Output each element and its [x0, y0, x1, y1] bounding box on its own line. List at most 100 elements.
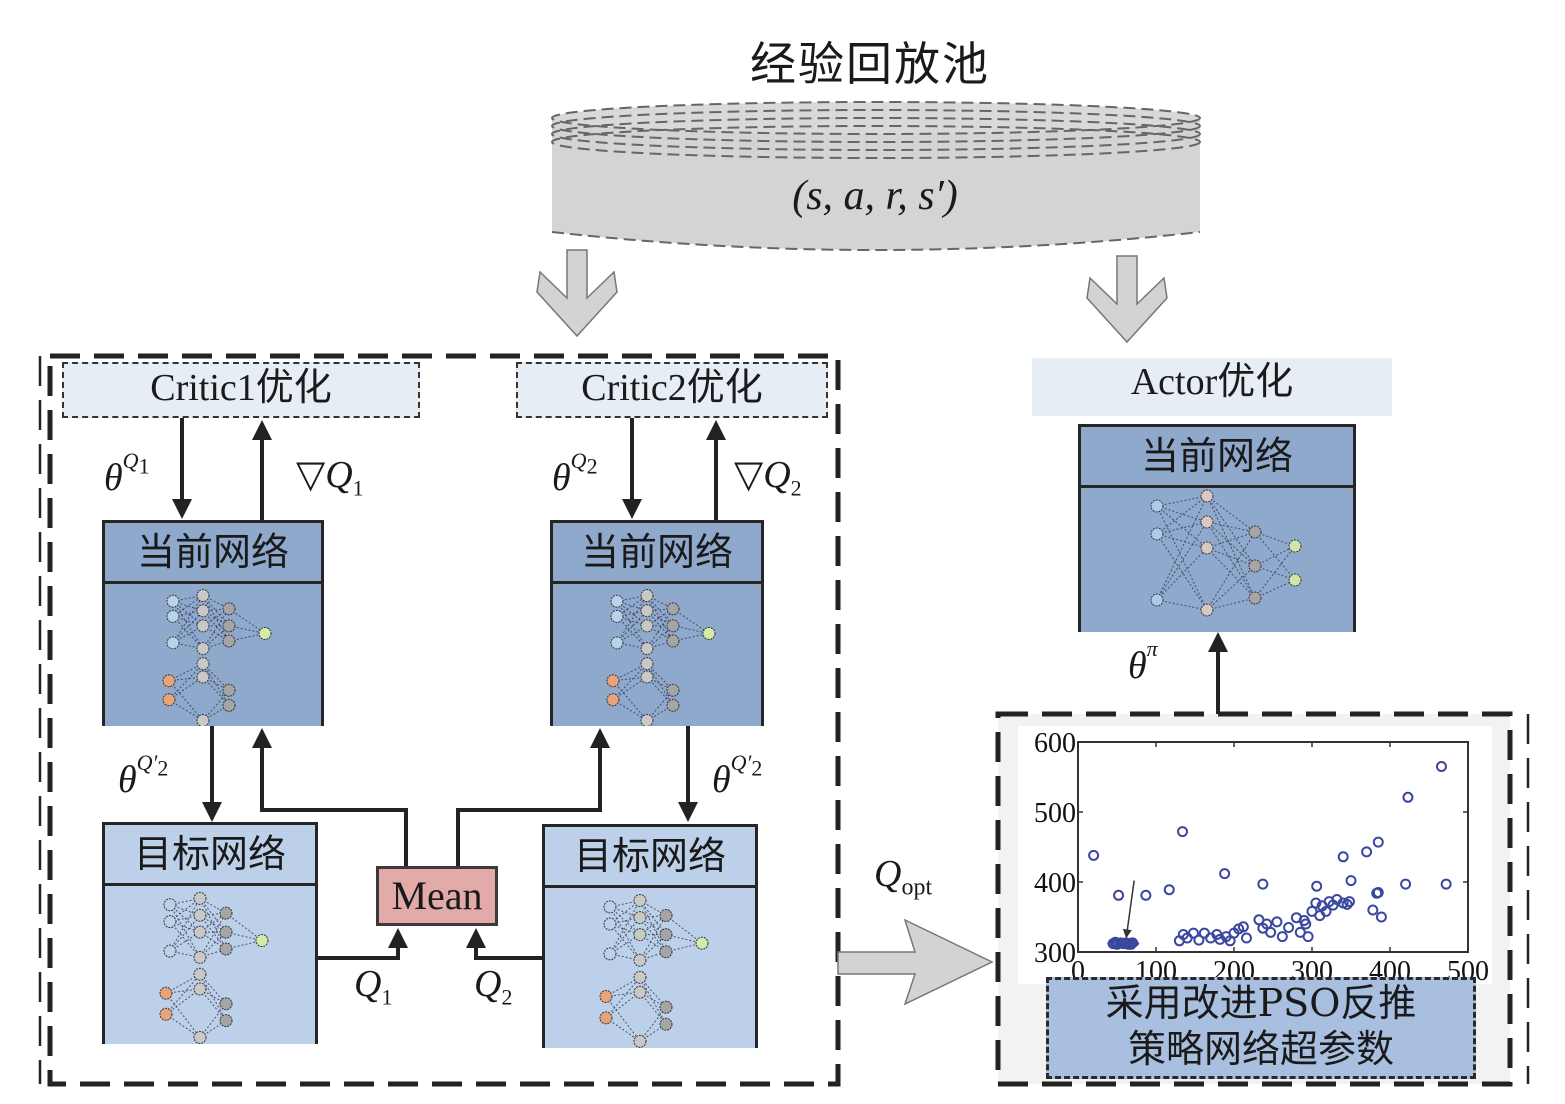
scatter-point [1345, 875, 1357, 887]
neural-network-icon [545, 888, 755, 1048]
scatter-point [1237, 921, 1249, 933]
pso-line-2: 策略网络超参数 [1127, 1027, 1394, 1071]
network-node [606, 693, 620, 707]
network-node [196, 604, 210, 618]
network-node [222, 602, 236, 616]
network-node [666, 698, 680, 712]
network-node [659, 945, 673, 959]
y-tick-label: 300 [1034, 938, 1076, 969]
network-node [163, 898, 177, 912]
replay-pool-cylinder-icon [551, 101, 1201, 251]
network-node [633, 985, 647, 999]
critic1-target-network-title: 目标网络 [105, 825, 315, 886]
scatter-point [1140, 889, 1152, 901]
network-node [159, 1007, 173, 1021]
network-node [1248, 591, 1262, 605]
scatter-point [1088, 849, 1100, 861]
scatter-point [1302, 931, 1314, 943]
replay-tuple: (s, a, r, s′) [792, 173, 958, 219]
network-node [640, 642, 654, 656]
network-node [196, 657, 210, 671]
pool-to-critic-arrow-icon [536, 249, 618, 338]
critic2-optimization-label: Critic2优化 [516, 362, 828, 418]
scatter-point [1337, 851, 1349, 863]
y-tick-label: 500 [1034, 798, 1076, 829]
q1-output-label: Q1 [354, 963, 393, 1010]
network-node [193, 925, 207, 939]
plot-area [1077, 741, 1469, 953]
network-node [695, 936, 709, 950]
network-node [193, 982, 207, 996]
scatter-point [1177, 826, 1189, 838]
scatter-point [1435, 761, 1447, 772]
network-node [603, 947, 617, 961]
critic2-target-network-title: 目标网络 [545, 827, 755, 888]
scatter-point [1343, 896, 1355, 908]
network-node [196, 714, 210, 726]
critic2-target-network: 目标网络 [542, 824, 758, 1048]
q-opt-arrow-icon [837, 918, 994, 1006]
network-node [640, 619, 654, 633]
scatter-point [1320, 905, 1332, 917]
network-node [219, 997, 233, 1011]
scatter-point [1400, 878, 1412, 890]
network-node [666, 619, 680, 633]
network-node [1248, 525, 1262, 539]
network-node [193, 1030, 207, 1044]
critic2-current-network-title: 当前网络 [553, 523, 761, 584]
scatter-point [1283, 922, 1295, 933]
network-node [633, 928, 647, 942]
scatter-point [1372, 887, 1384, 898]
critic2-grad-label: ▽Q2 [734, 454, 802, 501]
critic1-target-network: 目标网络 [102, 822, 318, 1044]
network-node [603, 917, 617, 931]
network-node [219, 1014, 233, 1028]
critic-group-frame [38, 353, 841, 1087]
scatter-cluster [1107, 938, 1140, 949]
network-node [258, 626, 272, 640]
network-node [196, 619, 210, 633]
scatter-point [1113, 889, 1125, 901]
network-node [196, 589, 210, 603]
network-node [610, 594, 624, 608]
scatter-point [1341, 898, 1353, 910]
network-node [633, 1034, 647, 1048]
scatter-point [1219, 868, 1231, 880]
scatter-point [1372, 836, 1384, 848]
scatter-point [1261, 918, 1273, 930]
neural-network-icon [553, 584, 761, 726]
network-node [255, 934, 269, 948]
network-node [162, 674, 176, 688]
network-node [606, 674, 620, 688]
scatter-point [1310, 897, 1322, 909]
network-node [633, 970, 647, 984]
network-node [702, 626, 716, 640]
network-node [219, 942, 233, 956]
network-node [222, 634, 236, 648]
network-node [640, 589, 654, 603]
scatter-point [1240, 932, 1252, 944]
network-node [163, 944, 177, 958]
scatter-point [1276, 931, 1288, 943]
critic1-current-network-title: 当前网络 [105, 523, 321, 584]
neural-network-icon [105, 886, 315, 1044]
network-node [659, 1000, 673, 1014]
network-node [193, 967, 207, 981]
critic1-param-label: θQ1 [104, 448, 150, 499]
actor-param-label: θπ [1128, 636, 1158, 687]
network-node [640, 670, 654, 684]
scatter-point [1271, 916, 1283, 928]
q2-output-label: Q2 [474, 963, 513, 1010]
pool-to-actor-arrow-icon [1086, 255, 1168, 344]
network-node [222, 698, 236, 712]
scatter-point [1265, 926, 1277, 938]
critic1-current-network: 当前网络 [102, 520, 324, 726]
actor-current-network: 当前网络 [1078, 424, 1356, 632]
q1-to-mean-arrow [318, 928, 408, 960]
y-tick-label: 600 [1034, 728, 1076, 759]
network-node [659, 1017, 673, 1031]
mean-to-critic2-arrow [456, 728, 610, 866]
neural-network-icon [1081, 488, 1353, 632]
q2-to-mean-arrow [466, 928, 544, 960]
